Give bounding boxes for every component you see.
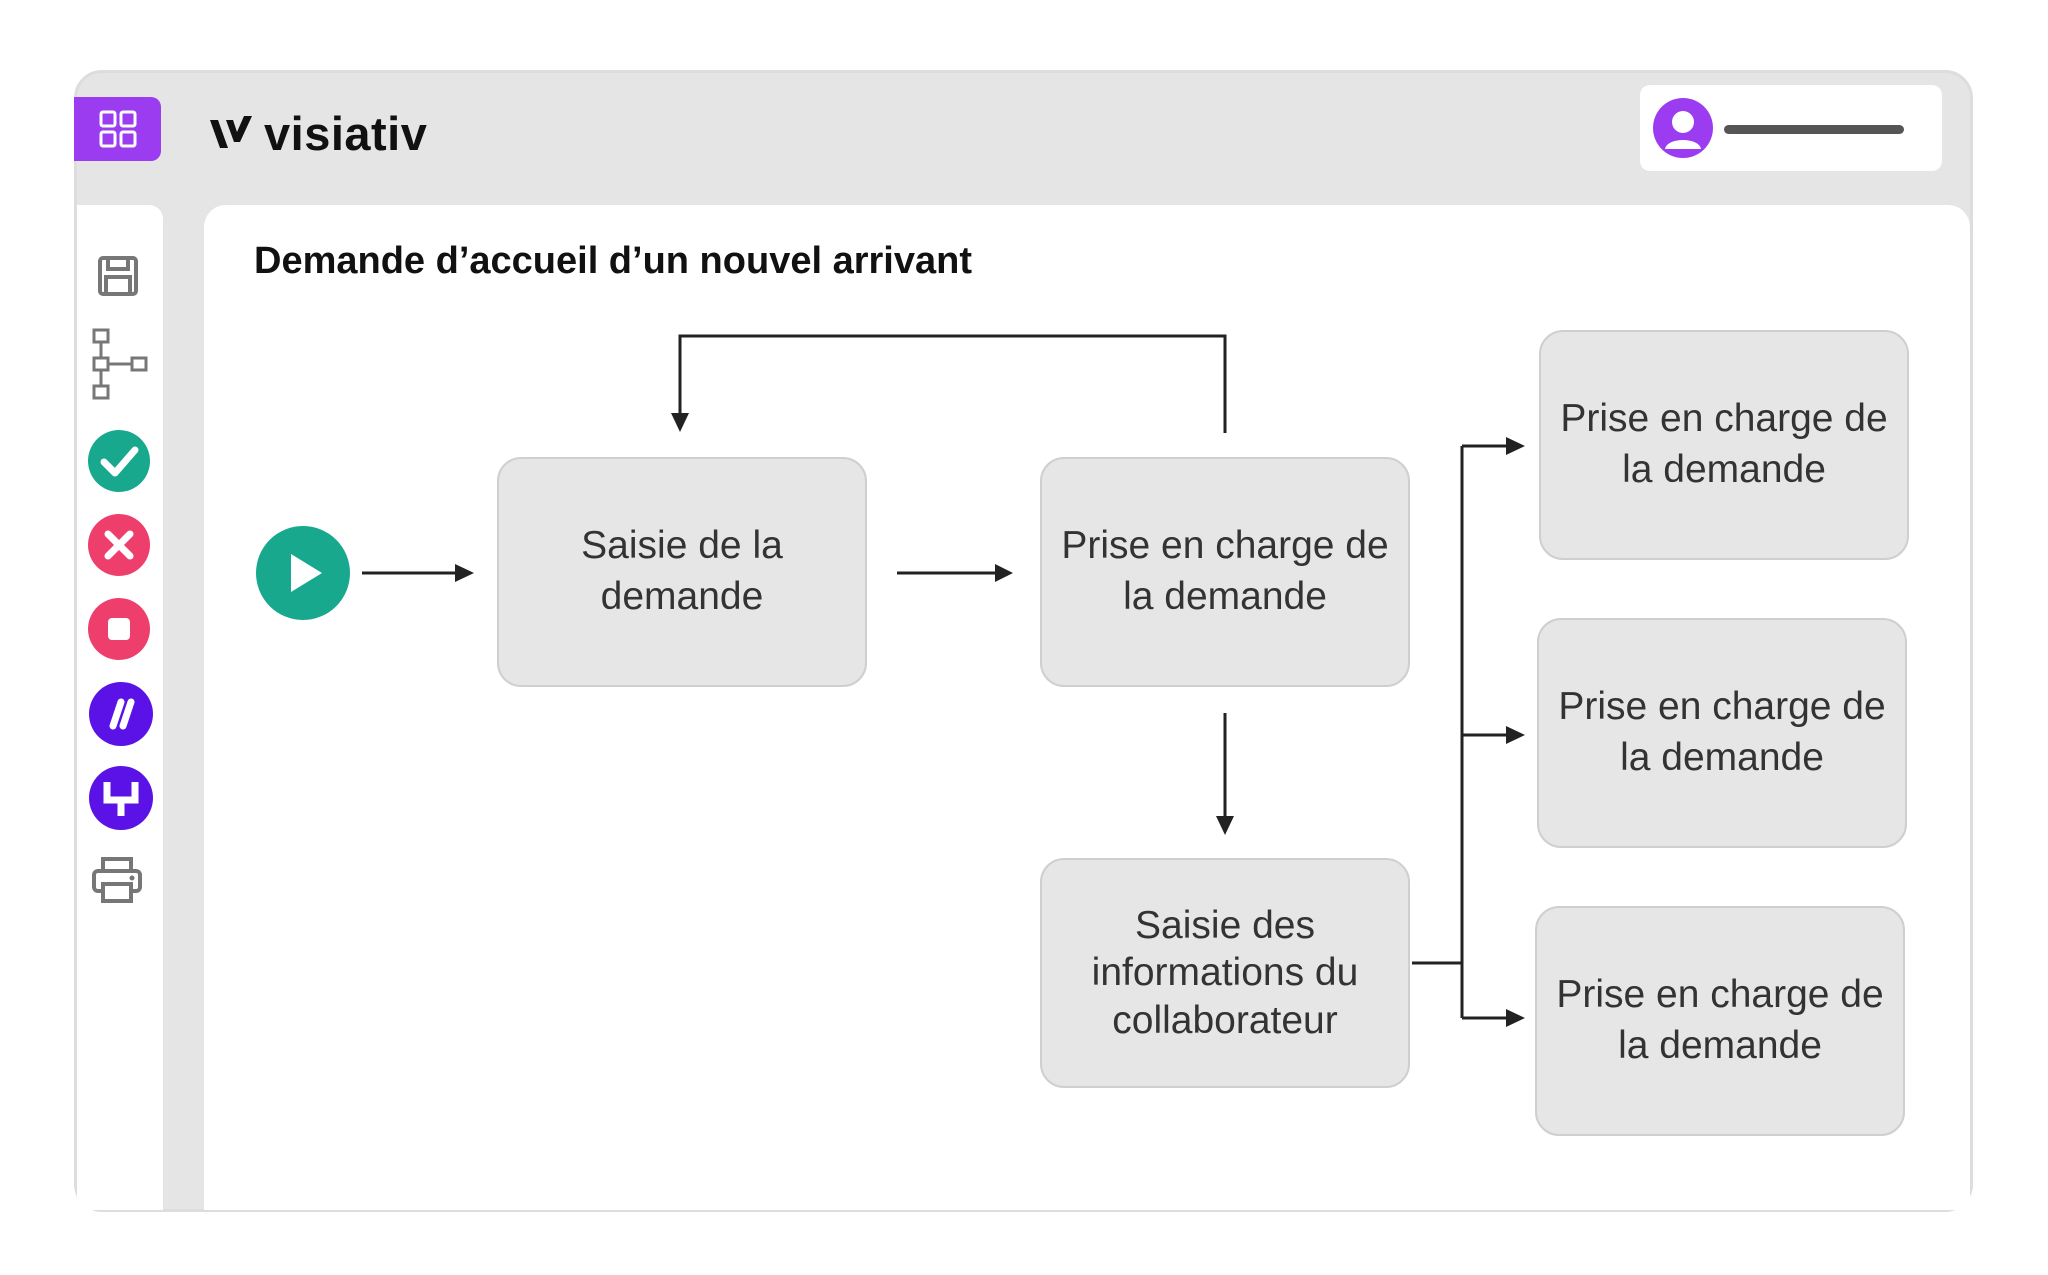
connector-infos-branch (1412, 444, 1512, 1020)
grid-icon (99, 110, 136, 148)
user-avatar-icon (1653, 98, 1713, 158)
play-icon (291, 554, 322, 592)
brand-name: visiativ (264, 106, 428, 160)
tool-sidebar (77, 205, 163, 1210)
start-play-button[interactable] (256, 526, 350, 620)
node-prise-en-charge-3[interactable]: Prise en charge de la demande (1535, 906, 1905, 1136)
user-menu[interactable] (1640, 85, 1942, 171)
check-circle-icon (88, 430, 150, 492)
branch-button[interactable] (89, 766, 153, 830)
save-button[interactable] (95, 253, 141, 299)
node-label: Prise en charge de la demande (1061, 524, 1389, 618)
node-label: Prise en charge de la demande (1558, 685, 1886, 779)
stop-circle-icon (88, 598, 150, 660)
connector-loop-back (678, 334, 1227, 433)
node-saisie-demande[interactable]: Saisie de la demande (497, 457, 867, 687)
close-circle-icon (88, 514, 150, 576)
hierarchy-icon (92, 328, 148, 400)
workflow-button[interactable] (90, 325, 150, 403)
node-label: Saisie des informations du collaborateur (1091, 903, 1359, 1042)
apps-grid-button[interactable] (74, 97, 161, 161)
node-prise-en-charge[interactable]: Prise en charge de la demande (1040, 457, 1410, 687)
slashes-icon (89, 682, 153, 746)
brand-logo[interactable]: visiativ (208, 103, 427, 163)
visiativ-logo-icon (210, 116, 252, 148)
node-prise-en-charge-1[interactable]: Prise en charge de la demande (1539, 330, 1909, 560)
node-label: Prise en charge de la demande (1560, 397, 1888, 491)
node-prise-en-charge-2[interactable]: Prise en charge de la demande (1537, 618, 1907, 848)
accept-button[interactable] (87, 429, 151, 493)
save-icon (98, 256, 138, 296)
node-label: Saisie de la demande (581, 524, 783, 618)
visiativ-action-button[interactable] (89, 682, 153, 746)
node-label: Prise en charge de la demande (1556, 973, 1884, 1067)
user-name-placeholder (1724, 125, 1904, 134)
print-button[interactable] (90, 855, 144, 905)
print-icon (92, 857, 142, 903)
reject-button[interactable] (87, 513, 151, 577)
stop-button[interactable] (87, 597, 151, 661)
fork-icon (89, 766, 153, 830)
node-saisie-informations[interactable]: Saisie des informations du collaborateur (1040, 858, 1410, 1088)
page-title: Demande d’accueil d’un nouvel arrivant (254, 240, 972, 282)
